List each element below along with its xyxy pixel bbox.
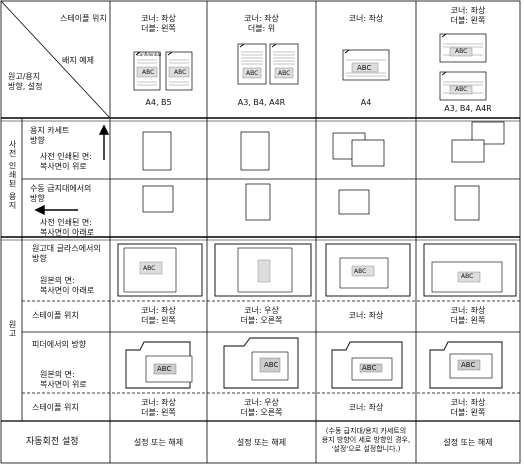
cassette-title: 용지 카세트 방향 xyxy=(30,126,70,145)
bypass-title: 수동 급지대에서의 방향 xyxy=(30,184,92,203)
glass-title: 원고대 글라스에서의 방향 xyxy=(32,244,101,263)
col4-sizes: A3, B4, A4R xyxy=(444,104,492,113)
glass-note: 원본의 면: 복사면이 아래로 xyxy=(40,276,95,295)
cassette-note: 사전 인쇄된 면: 복사면이 위로 xyxy=(40,152,92,171)
feeder-staple-col2: 코너: 우상 더블: 오른쪽 xyxy=(240,398,283,417)
col1-sizes: A4, B5 xyxy=(145,98,172,107)
col4-staple: 코너: 좌상 더블: 왼쪽 xyxy=(450,6,486,25)
sample-abc: ABC xyxy=(461,273,474,280)
auto-rotate-col3: (수동 급지대/용지 카세트의 용지 방향이 세로 방향인 경우, '설정'으로… xyxy=(321,427,411,453)
sample-abc: ABC xyxy=(455,48,468,55)
glass-staple-col1: 코너: 좌상 더블: 왼쪽 xyxy=(141,306,176,325)
glass-staple-col3: 코너: 좌상 xyxy=(348,311,384,320)
feeder-title: 피더에서의 방향 xyxy=(32,340,87,349)
feeder-note: 원본의 면: 복사면이 위로 xyxy=(40,370,87,389)
sample-confidential: Confidential xyxy=(137,52,162,57)
feeder-staple-label: 스테이플 위치 xyxy=(32,403,79,412)
col3-sizes: A4 xyxy=(360,98,372,107)
feeder-staple-col3: 코너: 좌상 xyxy=(348,403,384,412)
sample-abc: ABC xyxy=(264,361,279,369)
col3-staple: 코너: 좌상 xyxy=(348,14,384,23)
staple-position-label: 스테이플 위치 xyxy=(60,14,107,23)
feeder-staple-col4: 코너: 좌상 더블: 왼쪽 xyxy=(450,398,486,417)
sample-abc: ABC xyxy=(362,364,377,372)
glass-staple-col2: 코너: 우상 더블: 오른쪽 xyxy=(240,306,283,325)
bypass-note: 사전 인쇄된 면: 복사면이 아래로 xyxy=(40,218,95,237)
sample-abc: ABC xyxy=(278,70,291,77)
sample-abc: ABC xyxy=(246,70,259,77)
sample-abc: ABC xyxy=(174,69,187,76)
auto-rotate-col1: 설정 또는 해제 xyxy=(133,438,184,447)
sample-abc: ABC xyxy=(357,64,372,72)
sample-abc: ABC xyxy=(143,265,156,272)
sample-abc: ABC xyxy=(461,361,476,369)
auto-rotate-col4: 설정 또는 해제 xyxy=(443,438,493,447)
glass-staple-col4: 코너: 좌상 더블: 왼쪽 xyxy=(450,306,486,325)
col1-staple: 코너: 좌상 더블: 왼쪽 xyxy=(141,14,176,33)
col2-staple: 코너: 좌상 더블: 위 xyxy=(244,14,279,33)
sample-abc: ABC xyxy=(455,86,468,93)
sample-abc: ABC xyxy=(142,69,155,76)
feeder-staple-col1: 코너: 좌상 더블: 왼쪽 xyxy=(141,398,176,417)
sample-abc: ABC xyxy=(354,268,367,275)
sample-abc: ABC xyxy=(157,365,172,373)
layout-example-label: 배지 예제 xyxy=(62,56,94,65)
col2-sizes: A3, B4, A4R xyxy=(237,98,286,107)
original-section-title: 원고 xyxy=(8,320,17,338)
auto-rotate-label: 자동회전 설정 xyxy=(26,437,79,447)
glass-staple-label: 스테이플 위치 xyxy=(32,311,79,320)
orientation-label: 원고/용지 방향, 설정 xyxy=(8,72,43,91)
auto-rotate-col2: 설정 또는 해제 xyxy=(236,438,287,447)
paper-section-title: 사전 인쇄된 용지 xyxy=(8,140,17,211)
